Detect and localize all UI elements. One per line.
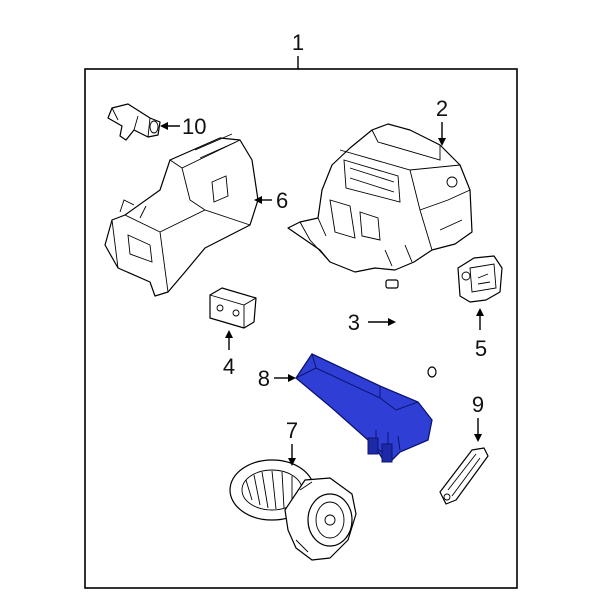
part-5-actuator bbox=[457, 255, 503, 303]
callout-4-arrowhead bbox=[225, 330, 233, 338]
callout-10-arrowhead bbox=[160, 122, 168, 130]
callout-7-arrowhead bbox=[288, 458, 296, 466]
callout-6: 6 bbox=[276, 188, 288, 213]
callout-9-arrowhead bbox=[474, 434, 482, 442]
part-4-block bbox=[209, 287, 257, 329]
callout-3: 3 bbox=[348, 310, 360, 335]
part-7-blower-motor bbox=[229, 459, 357, 561]
part-2-hvac-case bbox=[287, 123, 473, 273]
callout-1: 1 bbox=[292, 30, 304, 55]
part-9-clip bbox=[439, 447, 489, 505]
callout-5-arrowhead bbox=[476, 308, 484, 316]
callout-2: 2 bbox=[436, 96, 448, 121]
part-8-highlighted-module bbox=[295, 353, 433, 463]
part-3-drain-hose bbox=[385, 279, 437, 378]
callout-4: 4 bbox=[223, 354, 235, 379]
callout-8-arrowhead bbox=[288, 374, 296, 382]
part-6-duct-housing bbox=[104, 133, 259, 297]
part-8-body bbox=[295, 353, 433, 461]
diagram-frame bbox=[84, 68, 518, 589]
callout-9: 9 bbox=[472, 392, 484, 417]
callout-10: 10 bbox=[182, 114, 206, 139]
callout-2-arrowhead bbox=[438, 138, 446, 146]
callout-8: 8 bbox=[258, 366, 270, 391]
callout-7: 7 bbox=[286, 418, 298, 443]
callout-6-arrowhead bbox=[254, 196, 262, 204]
callout-3-arrowhead bbox=[388, 318, 396, 326]
callout-5: 5 bbox=[475, 336, 487, 361]
part-10-bracket bbox=[107, 103, 161, 141]
